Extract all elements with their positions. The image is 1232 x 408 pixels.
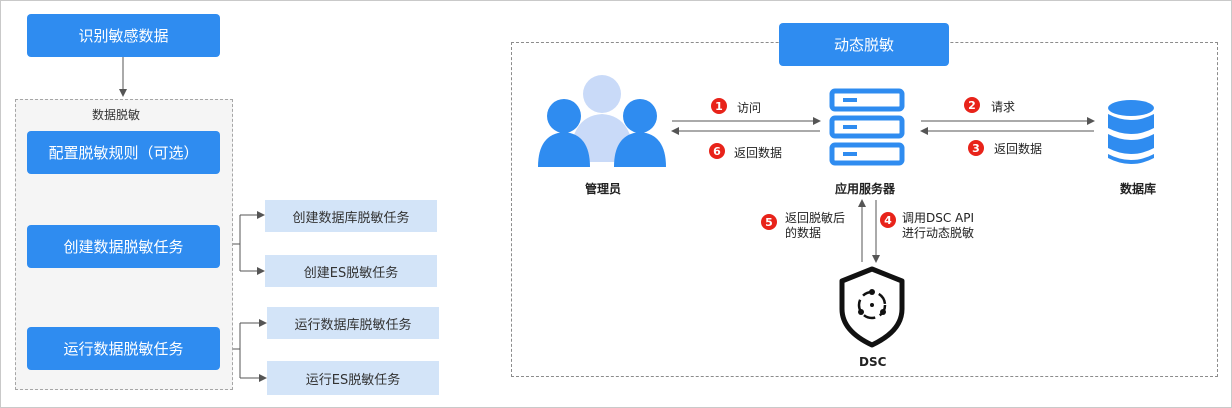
- step-3-badge: 3: [968, 140, 984, 156]
- create-es-masking-task-box: 创建ES脱敏任务: [265, 255, 437, 287]
- step-5-label-line1: 返回脱敏后: [785, 211, 846, 225]
- create-masking-task-box: 创建数据脱敏任务: [27, 225, 220, 268]
- step-4-badge: 4: [880, 212, 896, 228]
- step-2-badge: 2: [964, 97, 980, 113]
- step-5-label-line2: 的数据: [785, 226, 822, 240]
- dsc-shield-icon: [839, 266, 905, 348]
- database-label: 数据库: [1120, 182, 1157, 196]
- step-3-label: 返回数据: [994, 142, 1043, 156]
- identify-sensitive-data-box: 识别敏感数据: [27, 14, 220, 57]
- run-db-masking-task-box: 运行数据库脱敏任务: [267, 307, 439, 339]
- step-6-label: 返回数据: [734, 146, 783, 160]
- step-5-label: 返回脱敏后 的数据: [785, 211, 845, 241]
- database-icon: [1108, 100, 1154, 164]
- run-masking-task-box: 运行数据脱敏任务: [27, 327, 220, 370]
- step-1-label: 访问: [737, 101, 762, 115]
- admin-users-icon: [538, 75, 666, 167]
- step-2-label: 请求: [991, 100, 1016, 114]
- dsc-label: DSC: [859, 355, 887, 369]
- admin-label: 管理员: [585, 182, 622, 196]
- step-5-badge: 5: [761, 214, 777, 230]
- configure-masking-rules-box: 配置脱敏规则（可选）: [27, 131, 220, 174]
- create-db-masking-task-box: 创建数据库脱敏任务: [265, 200, 437, 232]
- step-1-badge: 1: [711, 98, 727, 114]
- app-server-icon: [829, 88, 905, 166]
- step-4-label-line2: 进行动态脱敏: [902, 226, 975, 240]
- dynamic-masking-title: 动态脱敏: [779, 23, 949, 66]
- data-masking-group-title: 数据脱敏: [92, 108, 141, 122]
- run-es-masking-task-box: 运行ES脱敏任务: [267, 361, 439, 395]
- app-server-label: 应用服务器: [835, 182, 896, 196]
- step-4-label-line1: 调用DSC API: [902, 211, 975, 225]
- step-6-badge: 6: [709, 143, 725, 159]
- step-4-label: 调用DSC API 进行动态脱敏: [902, 211, 974, 241]
